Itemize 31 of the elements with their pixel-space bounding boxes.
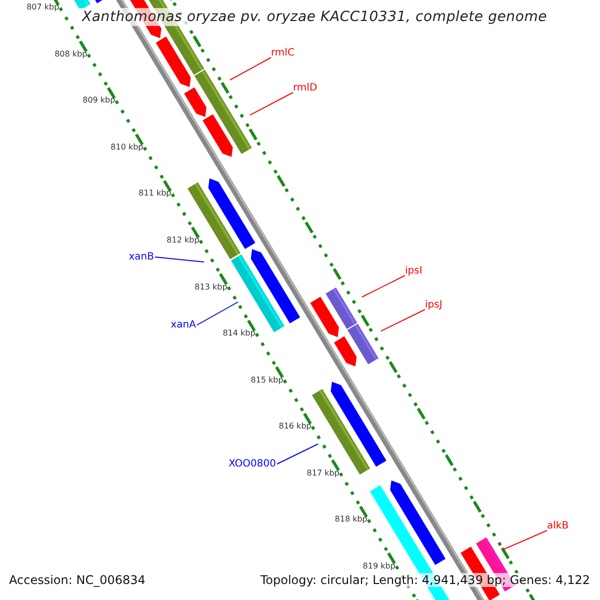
tick-label: 819 kbp [362,561,396,570]
tick-label: 811 kbp [138,188,172,198]
gene-label: xanB [128,252,154,262]
genome-info-text: Topology: circular; Length: 4,941,439 bp; Genes: 4,122 [260,573,590,587]
tick-label: 818 kbp [334,514,368,524]
gene-label: ipsI [405,266,422,276]
leader-line [250,92,294,116]
leader-line [196,302,238,326]
gene-label: xanA [170,320,196,330]
tick-label: 809 kbp [82,96,116,105]
gene-label: rmlD [293,82,318,94]
tick-label: 816 kbp [278,422,312,431]
gene-label: alkB [547,520,569,532]
gene-label: rmlC [271,48,294,58]
tick-label: 814 kbp [222,328,256,338]
gene-label: XOO0800 [228,458,276,470]
tick-label: 810 kbp [110,142,144,152]
tick-label: 813 kbp [194,282,228,292]
tick-label: 812 kbp [166,236,200,245]
tick-label: 808 kbp [54,49,88,58]
leader-line [362,275,406,298]
leader-line [230,57,272,80]
accession-text: Accession: NC_006834 [9,573,146,587]
tick-label: 817 kbp [306,468,340,478]
tick-label: 815 kbp [250,375,284,384]
leader-line [380,309,426,332]
leader-line [154,256,204,262]
leader-line [276,444,318,464]
leader-line [502,530,548,550]
gene-label: ipsJ [425,300,442,310]
tick-label: 807 kbp [26,2,60,12]
